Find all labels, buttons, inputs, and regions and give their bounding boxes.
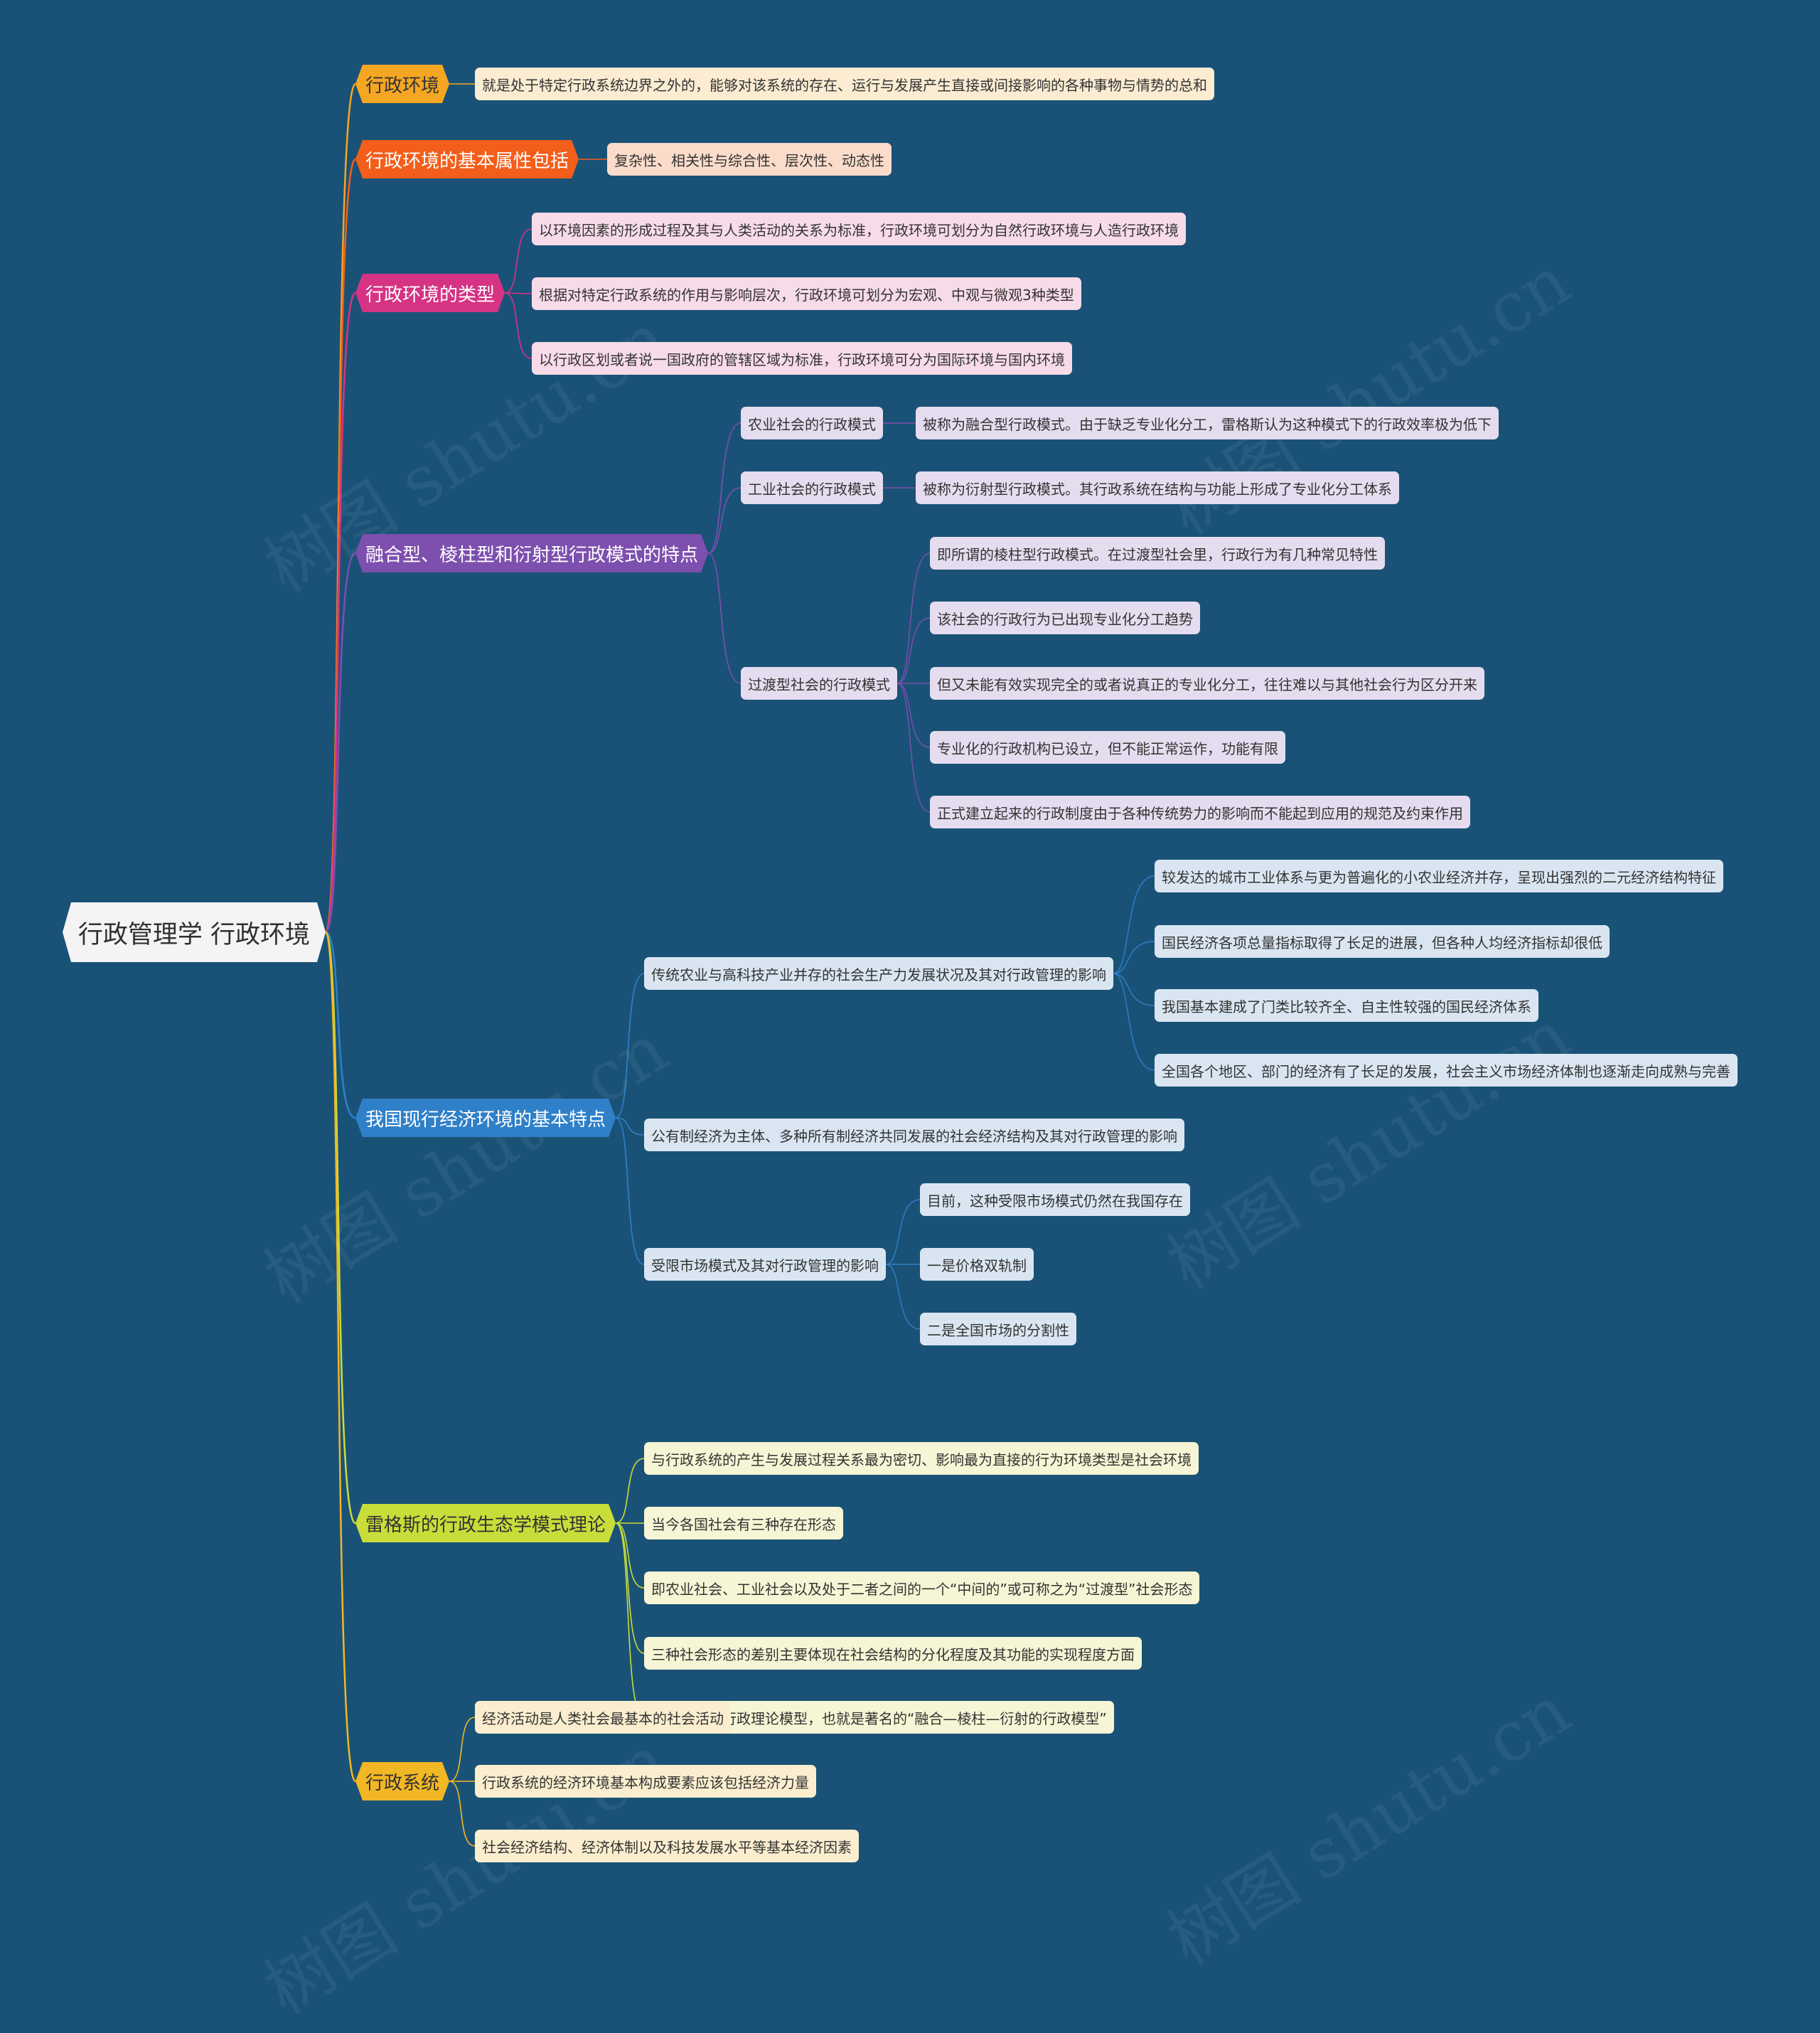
sub-leaf-topic[interactable]: 该社会的行政行为已出现专业化分工趋势 (930, 602, 1200, 634)
leaf-topic[interactable]: 以环境因素的形成过程及其与人类活动的关系为标准，行政环境可划分为自然行政环境与人… (532, 213, 1186, 245)
connector-line (615, 1458, 645, 1524)
leaf-topic[interactable]: 与行政系统的产生与发展过程关系最为密切、影响最为直接的行为环境类型是社会环境 (644, 1442, 1199, 1475)
sub-leaf-topic[interactable]: 国民经济各项总量指标取得了长足的进展，但各种人均经济指标却很低 (1155, 925, 1610, 958)
connector-line (615, 1117, 645, 1265)
sub-leaf-topic[interactable]: 被称为衍射型行政模式。其行政系统在结构与功能上形成了专业化分工体系 (916, 471, 1399, 504)
connector-line (707, 553, 742, 684)
connector-line (324, 931, 357, 1525)
connector-line (325, 931, 356, 1119)
connector-line (504, 292, 532, 294)
connector-line (324, 552, 356, 934)
branch-topic[interactable]: 雷格斯的行政生态学模式理论 (355, 1504, 616, 1542)
connector-line (707, 487, 742, 554)
sub-leaf-topic[interactable]: 全国各个地区、部门的经济有了长足的发展，社会主义市场经济体制也逐渐走向成熟与完善 (1155, 1054, 1738, 1087)
sub-leaf-topic[interactable]: 正式建立起来的行政制度由于各种传统势力的影响而不能起到应用的规范及约束作用 (930, 796, 1470, 828)
root-topic[interactable]: 行政管理学 行政环境 (63, 902, 326, 962)
connector-line (449, 1717, 476, 1782)
sub-leaf-topic[interactable]: 二是全国市场的分割性 (920, 1313, 1076, 1345)
sub-leaf-topic[interactable]: 被称为融合型行政模式。由于缺乏专业化分工，雷格斯认为这种模式下的行政效率极为低下 (916, 407, 1499, 439)
branch-topic[interactable]: 我国现行经济环境的基本特点 (355, 1099, 616, 1137)
branch-topic[interactable]: 融合型、棱柱型和衍射型行政模式的特点 (355, 534, 708, 572)
connector-line (449, 1781, 476, 1847)
sub-leaf-topic[interactable]: 目前，这种受限市场模式仍然在我国存在 (920, 1183, 1190, 1216)
leaf-topic[interactable]: 即农业社会、工业社会以及处于二者之间的一个“中间的”或可称之为“过渡型”社会形态 (644, 1572, 1200, 1604)
sub-leaf-topic[interactable]: 但又未能有效实现完全的或者说真正的专业化分工，往往难以与其他社会行为区分开来 (930, 667, 1484, 700)
leaf-topic[interactable]: 传统农业与高科技产业并存的社会生产力发展状况及其对行政管理的影响 (644, 957, 1113, 990)
connector-line (504, 292, 532, 359)
connector-line (896, 553, 931, 684)
branch-topic[interactable]: 行政环境的类型 (355, 274, 505, 312)
connector-line (615, 1522, 645, 1589)
connector-line (896, 683, 931, 748)
leaf-topic[interactable]: 受限市场模式及其对行政管理的影响 (644, 1248, 886, 1281)
sub-leaf-topic[interactable]: 专业化的行政机构已设立，但不能正常运作，功能有限 (930, 731, 1285, 764)
connector-line (885, 1199, 921, 1265)
leaf-topic[interactable]: 就是处于特定行政系统边界之外的，能够对该系统的存在、运行与发展产生直接或间接影响… (475, 68, 1214, 100)
leaf-topic[interactable]: 行政系统的经济环境基本构成要素应该包括经济力量 (475, 1765, 816, 1798)
connector-line (707, 422, 742, 554)
sub-leaf-topic[interactable]: 即所谓的棱柱型行政模式。在过渡型社会里，行政行为有几种常见特性 (930, 537, 1385, 570)
leaf-topic[interactable]: 过渡型社会的行政模式 (741, 667, 897, 700)
connector-line (896, 683, 931, 813)
connector-line (615, 973, 645, 1119)
connector-line (324, 292, 357, 934)
sub-leaf-topic[interactable]: 我国基本建成了门类比较齐全、自主性较强的国民经济体系 (1155, 989, 1538, 1022)
leaf-topic[interactable]: 社会经济结构、经济体制以及科技发展水平等基本经济因素 (475, 1830, 859, 1862)
connector-line (1113, 941, 1155, 974)
leaf-topic[interactable]: 以行政区划或者说一国政府的管辖区域为标准，行政环境可分为国际环境与国内环境 (532, 342, 1072, 375)
leaf-topic[interactable]: 公有制经济为主体、多种所有制经济共同发展的社会经济结构及其对行政管理的影响 (644, 1119, 1184, 1151)
connector-lines (324, 82, 1155, 1847)
branch-topic[interactable]: 行政环境的基本属性包括 (355, 140, 579, 178)
connector-line (896, 617, 931, 684)
connector-line (1113, 973, 1155, 1071)
sub-leaf-topic[interactable]: 较发达的城市工业体系与更为普遍化的小农业经济并存，呈现出强烈的二元经济结构特征 (1155, 860, 1723, 892)
leaf-topic[interactable]: 根据对特定行政系统的作用与影响层次，行政环境可划分为宏观、中观与微观3种类型 (532, 277, 1081, 310)
connector-line (324, 931, 357, 1783)
leaf-topic[interactable]: 当今各国社会有三种存在形态 (644, 1507, 843, 1540)
branch-topic[interactable]: 行政环境 (355, 65, 449, 103)
branch-topic[interactable]: 行政系统 (355, 1762, 449, 1800)
leaf-topic[interactable]: 复杂性、相关性与综合性、层次性、动态性 (607, 143, 892, 176)
leaf-topic[interactable]: 农业社会的行政模式 (741, 407, 883, 439)
leaf-topic[interactable]: 三种社会形态的差别主要体现在社会结构的分化程度及其功能的实现程度方面 (644, 1637, 1142, 1670)
connector-line (615, 1522, 645, 1718)
connector-line (615, 1522, 645, 1654)
connector-line (1113, 875, 1155, 974)
connector-line (615, 1117, 645, 1136)
leaf-topic[interactable]: 工业社会的行政模式 (741, 471, 883, 504)
connector-line (885, 1264, 921, 1330)
connector-line (504, 228, 532, 294)
leaf-topic[interactable]: 经济活动是人类社会最基本的社会活动 (475, 1701, 731, 1734)
connector-line (1113, 973, 1155, 1006)
sub-leaf-topic[interactable]: 一是价格双轨制 (920, 1248, 1034, 1281)
